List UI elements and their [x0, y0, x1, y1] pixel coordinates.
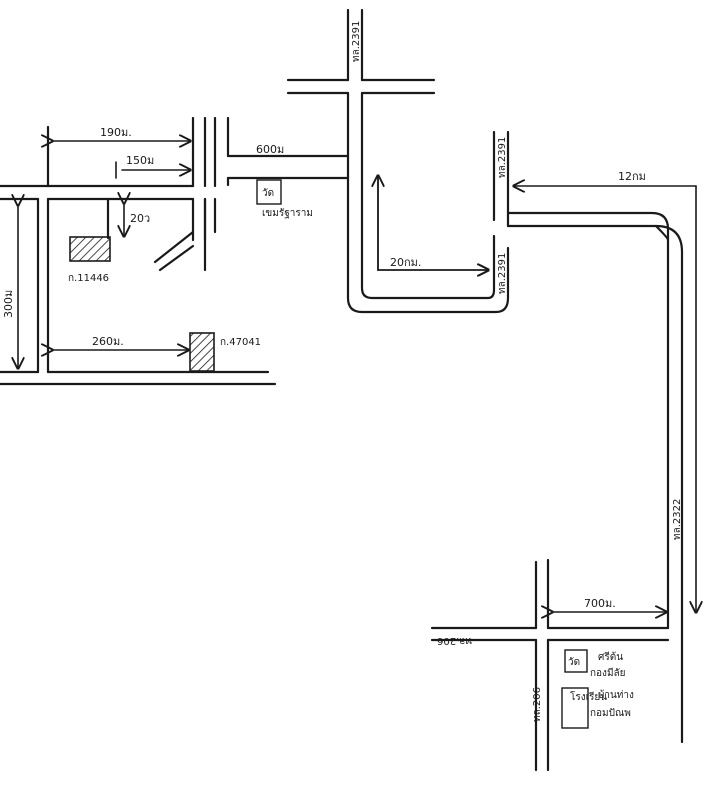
parcel-11446: ก.11446: [68, 197, 111, 284]
dim-20km: 20กม.: [390, 256, 421, 269]
hwy-206-label: ทล.206: [437, 635, 472, 646]
left-road-grid: [0, 116, 350, 386]
dim-700m: 700ม.: [584, 597, 616, 610]
box1-line3: กองมีลัย: [590, 667, 626, 679]
left-dimensions: 190ม. 150ม 20ว 300ม 260ม. 600ม: [2, 126, 284, 368]
dim-20-wa: 20ว: [130, 212, 150, 225]
box1-line2: ศรีต้น: [598, 651, 623, 663]
dim-190m: 190ม.: [100, 126, 132, 139]
hwy-2391-lower-label: ทล.2391: [497, 253, 508, 294]
temple-mark: วัด: [262, 188, 274, 199]
box2-line2: บ้านท่าง: [598, 689, 634, 701]
box2-line3: กอมปัณพ: [590, 708, 631, 719]
box2-line1: โรงเรียน: [570, 690, 607, 703]
dim-12km: 12กม: [618, 170, 646, 183]
temple-name: เขมรัฐาราม: [262, 208, 313, 219]
hwy-2322-label: ทล.2322: [672, 499, 683, 540]
dim-260m: 260ม.: [92, 335, 124, 348]
road-206-area: 700ม. ทล.206 ทล.206 วัด ศรีต้น กองมีลัย …: [430, 558, 670, 772]
road-2322: 12กม ทล.2322: [506, 170, 696, 744]
box1-line1: วัด: [568, 657, 580, 668]
road-2391: ทล.2391 ทล.2391 ทล.2391 20กม.: [286, 8, 510, 314]
dim-150m: 150ม: [126, 154, 154, 167]
parcel-47041-label: ก.47041: [220, 337, 261, 348]
hwy-2391-top-label: ทล.2391: [351, 21, 362, 62]
hwy-206-side-label: ทล.206: [532, 687, 543, 722]
hwy-2391-right-label: ทล.2391: [497, 137, 508, 178]
temple-khemaratharam: วัด เขมรัฐาราม: [256, 179, 313, 219]
dim-600m: 600ม: [256, 143, 284, 156]
parcel-11446-label: ก.11446: [68, 273, 109, 284]
parcel-47041: ก.47041: [189, 332, 261, 372]
dim-300m: 300ม: [2, 290, 15, 318]
